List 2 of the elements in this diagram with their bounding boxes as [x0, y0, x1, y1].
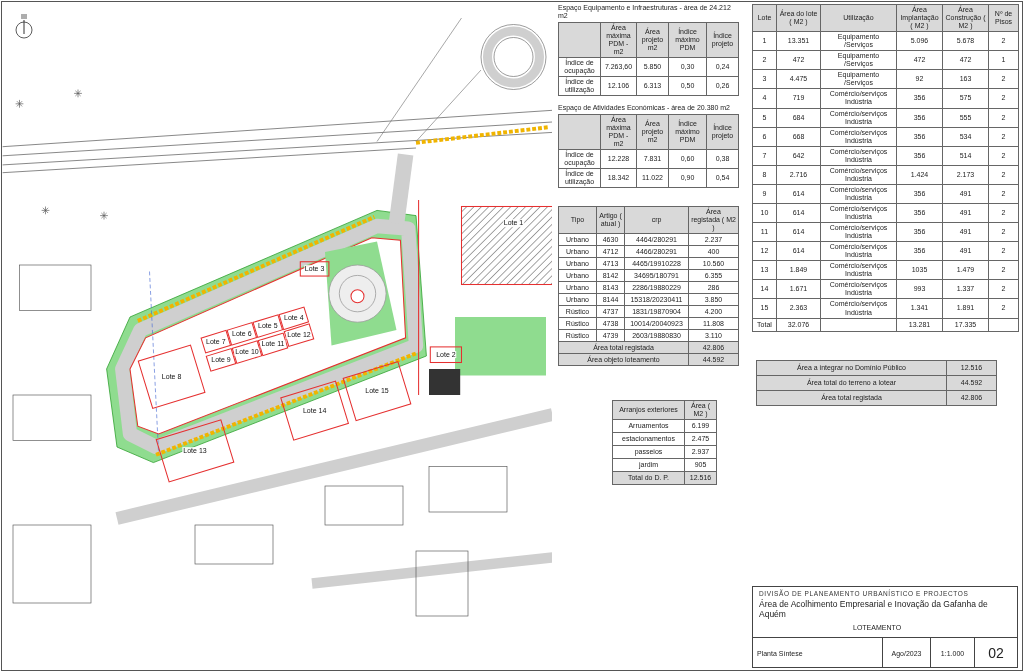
sheet-number: 02 [987, 644, 1005, 663]
drawing-title: Área de Acolhimento Empresarial e Inovação da Gafanha de Aquém [759, 600, 989, 620]
